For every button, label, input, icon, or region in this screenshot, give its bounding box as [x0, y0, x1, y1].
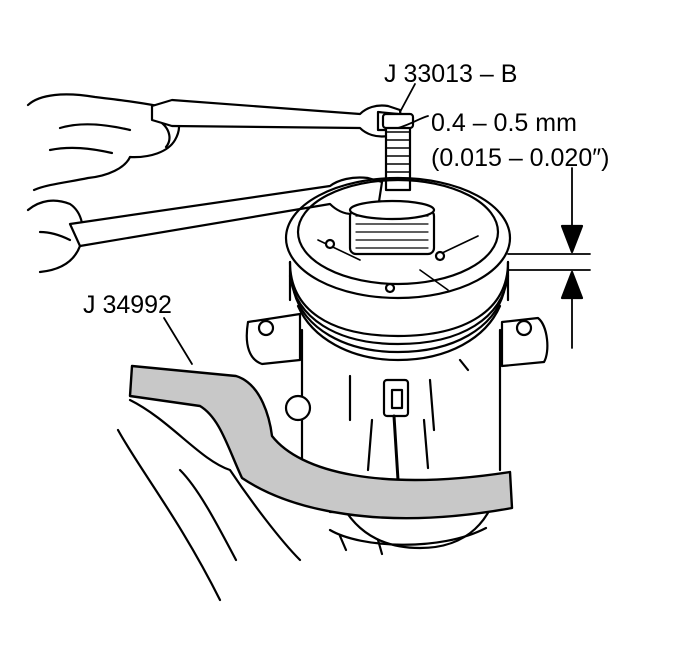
- probe: [366, 378, 430, 482]
- compressor-body: [245, 312, 549, 556]
- clutch-hub: [348, 199, 436, 256]
- leader-lines: [163, 83, 429, 365]
- gap-dimension: [507, 167, 591, 349]
- label-gap-inches: (0.015 – 0.020″): [431, 144, 610, 172]
- label-holder-tool: J 34992: [83, 291, 172, 319]
- pulley: [288, 260, 510, 362]
- upper-hand: [26, 93, 181, 192]
- clutch-plate: [284, 176, 512, 300]
- label-wrench-tool: J 33013 – B: [384, 60, 518, 88]
- label-gap-mm: 0.4 – 0.5 mm: [431, 109, 577, 137]
- forearm: [116, 398, 302, 602]
- upper-wrench: [150, 98, 404, 138]
- holder-tool: [128, 364, 514, 520]
